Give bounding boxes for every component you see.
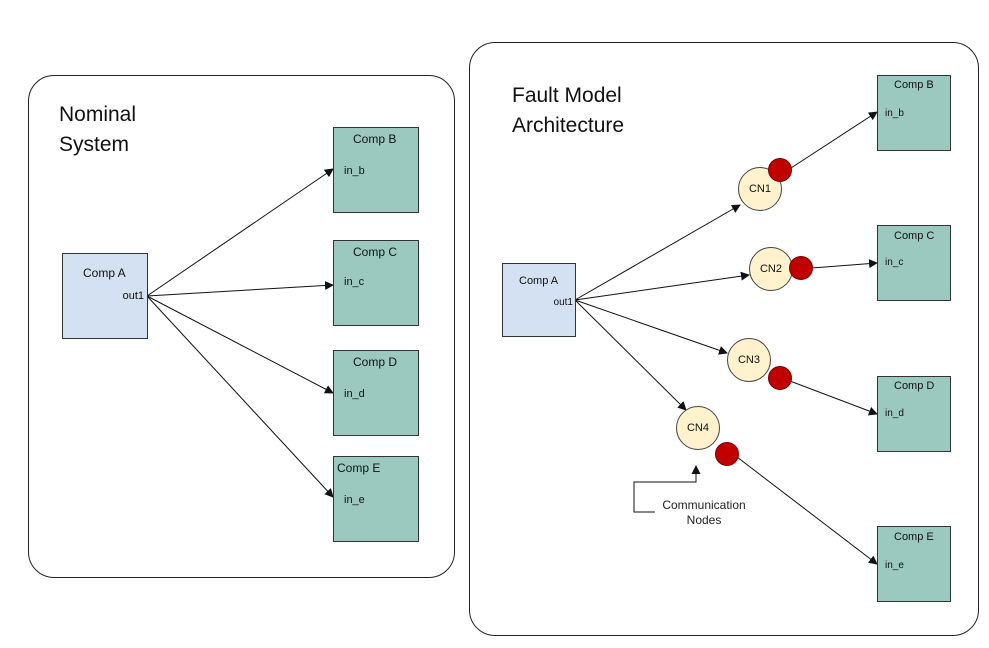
port-label: in_d	[344, 388, 365, 400]
fault-marker-cn4	[715, 442, 739, 466]
component-label: Comp D	[353, 355, 398, 369]
communication-node-cn2: CN2	[749, 247, 793, 291]
component-label: Comp D	[894, 380, 935, 392]
edge-a-to-cn1	[574, 204, 741, 301]
communication-nodes-annotation: Communication Nodes	[662, 498, 746, 527]
fault-model-title: Fault Model Architecture	[512, 84, 625, 137]
communication-node-cn4: CN4	[676, 406, 720, 450]
component-label: Comp C	[353, 245, 398, 259]
edge-a-to-d	[146, 295, 334, 394]
edge-cn1-to-b	[790, 111, 878, 169]
port-label: in_c	[344, 276, 365, 288]
nominal-system-title: Nominal System	[59, 103, 137, 156]
fault-marker-cn1	[768, 158, 792, 182]
edge-cn2-to-c	[811, 259, 878, 269]
edge-a-to-e	[146, 295, 334, 498]
port-label: in_b	[344, 165, 365, 177]
component-label: Comp C	[894, 230, 935, 242]
component-label: Comp E	[894, 531, 934, 543]
nominal-comp-a: Comp A out1	[62, 253, 148, 339]
component-label: Comp B	[353, 132, 397, 146]
annotation-callout	[633, 465, 701, 513]
edge-a-to-b	[146, 168, 334, 297]
port-label: in_e	[885, 560, 904, 571]
communication-node-cn3: CN3	[727, 338, 771, 382]
nominal-comp-e: Comp E in_e	[333, 456, 419, 542]
nominal-comp-b: Comp B in_b	[333, 127, 419, 213]
nominal-comp-c: Comp C in_c	[333, 240, 419, 326]
port-label: out1	[553, 297, 573, 308]
component-label: Comp E	[337, 461, 381, 475]
port-label: in_d	[885, 408, 904, 419]
port-label: out1	[122, 290, 144, 302]
edge-a-to-c	[146, 280, 334, 297]
fault-comp-c: Comp C in_c	[877, 225, 951, 301]
fault-comp-d: Comp D in_d	[877, 376, 951, 452]
component-label: Comp A	[519, 275, 559, 287]
edge-a-to-cn4	[574, 299, 687, 411]
nominal-comp-d: Comp D in_d	[333, 350, 419, 436]
port-label: in_c	[885, 257, 904, 268]
port-label: in_e	[344, 494, 365, 506]
edge-a-to-cn2	[574, 271, 750, 301]
edge-a-to-cn3	[574, 299, 728, 355]
port-label: in_b	[885, 108, 904, 119]
fault-marker-cn3	[768, 366, 792, 390]
component-label: Comp B	[894, 79, 934, 91]
fault-marker-cn2	[789, 256, 813, 280]
fault-comp-a: Comp A out1	[502, 263, 576, 337]
edge-cn4-to-e	[736, 456, 878, 565]
fault-comp-e: Comp E in_e	[877, 526, 951, 602]
edge-cn3-to-d	[789, 380, 878, 416]
fault-comp-b: Comp B in_b	[877, 75, 951, 151]
component-label: Comp A	[83, 266, 126, 280]
